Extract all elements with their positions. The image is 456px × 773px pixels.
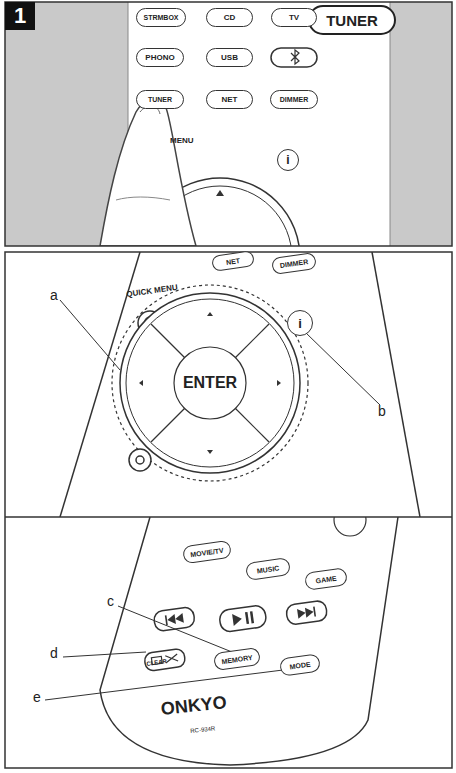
button-text: TV [289, 14, 299, 22]
info-button: i [287, 310, 313, 336]
button-text: TUNER [326, 13, 378, 28]
button-label: MENU [170, 137, 194, 145]
button-text: NET [222, 96, 238, 104]
button-text: PHONO [145, 54, 174, 62]
model-number: RC-934R [190, 725, 216, 734]
remote-button: GAME [304, 567, 348, 591]
remote-button: NET [211, 250, 255, 272]
panel-three [45, 517, 398, 765]
button-text: i [286, 154, 289, 166]
panel-one [5, 2, 452, 246]
remote-button: STRMBOX [136, 8, 186, 27]
button-text: ENTER [183, 375, 237, 391]
enter-button: ENTER [176, 349, 244, 417]
remote-button: TV [271, 8, 317, 27]
remote-button: TUNER [136, 90, 184, 109]
info-button: i [277, 149, 299, 171]
callout-letter: c [107, 594, 114, 608]
callout-letter: a [50, 288, 58, 302]
button-text: DIMMER [280, 96, 308, 103]
callout-bubble: TUNER [308, 5, 396, 35]
brand-name: ONKYO [160, 693, 228, 718]
step-number: 1 [5, 2, 35, 30]
button-text: USB [221, 54, 238, 62]
button-label: QUICK MENU [126, 284, 178, 299]
button-text: DIMMER [279, 258, 308, 269]
remote-button: MUSIC [245, 557, 291, 581]
callout-letter: b [378, 404, 386, 418]
button-text: MUSIC [256, 564, 279, 574]
button-text: NET [226, 257, 241, 266]
button-text: MODE [289, 660, 311, 670]
button-text: 1 [14, 5, 26, 27]
button-text: CD [224, 14, 236, 22]
remote-button: MODE [279, 653, 321, 676]
remote-button: DIMMER [271, 252, 317, 275]
remote-button: CD [206, 8, 253, 27]
button-text: STRMBOX [144, 14, 179, 21]
remote-button: NET [206, 90, 253, 109]
remote-button: DIMMER [270, 90, 318, 109]
button-text: i [298, 317, 302, 330]
button-text: MOVIE/TV [190, 546, 224, 558]
callout-letter: d [50, 646, 58, 660]
remote-button: MOVIE/TV [182, 540, 232, 565]
callout-letter: e [33, 690, 41, 704]
button-text: TUNER [148, 96, 172, 103]
remote-button: USB [206, 48, 253, 67]
button-text: MEMORY [221, 653, 253, 664]
remote-button: PHONO [136, 48, 184, 67]
remote-button: MEMORY [213, 647, 261, 671]
panel-two [60, 252, 420, 517]
button-text: GAME [315, 574, 337, 584]
